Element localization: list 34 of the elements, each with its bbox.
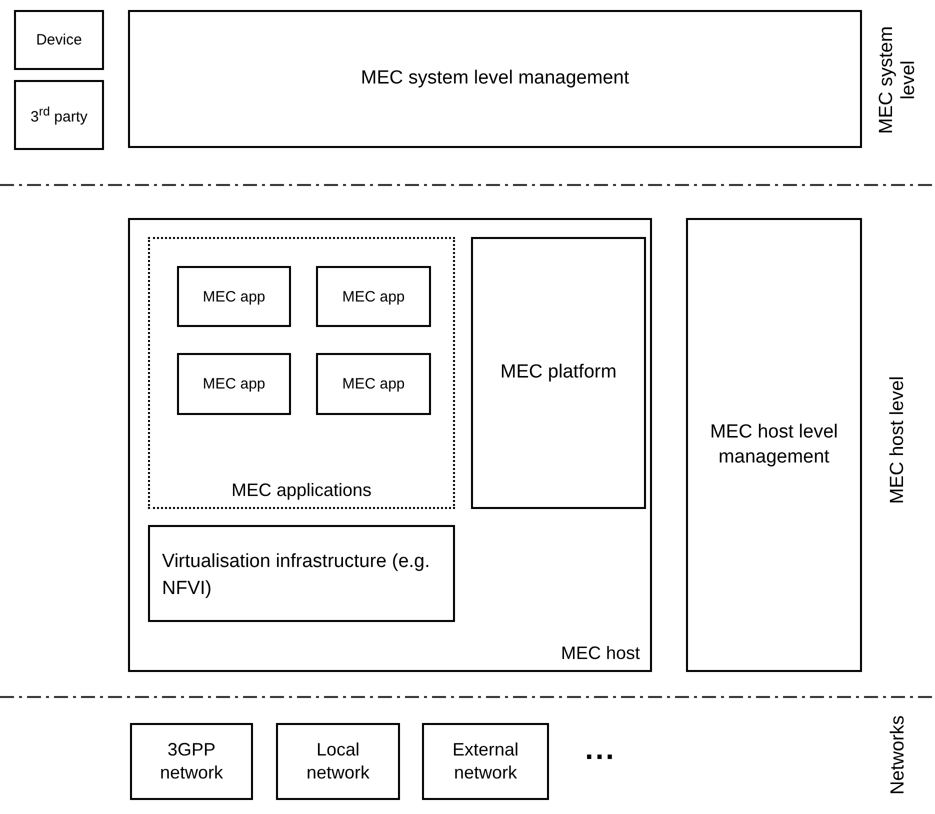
device-box (14, 10, 104, 70)
network-box (422, 723, 549, 800)
group-title: MEC applications (231, 480, 372, 501)
box-label: Local network (305, 738, 371, 784)
box-label: 3GPP network (158, 738, 224, 784)
app-box (316, 266, 431, 327)
third-party-box (14, 80, 104, 150)
management-box (686, 218, 862, 672)
box-label: External network (451, 738, 520, 784)
box-label: MEC app (342, 374, 405, 394)
applications-group (148, 237, 455, 509)
group-title: MEC host (560, 643, 640, 664)
host-box (128, 218, 652, 672)
infrastructure-box (148, 525, 455, 622)
network-box (130, 723, 253, 800)
box-label: 3$^{rd}$ party (30, 103, 88, 127)
app-box (316, 353, 431, 415)
level-label: MEC host level (886, 376, 909, 504)
ellipsis: ... (585, 733, 616, 767)
box-label: Device (36, 30, 82, 50)
app-box (177, 353, 291, 415)
box-label: MEC app (202, 286, 266, 306)
box-label: MEC app (202, 374, 266, 394)
level-label: Networks (887, 715, 910, 795)
management-box (128, 10, 862, 148)
platform-box (471, 237, 646, 509)
level-label: MEC system level (876, 25, 920, 136)
box-label: MEC system level management (360, 66, 630, 91)
network-box (276, 723, 400, 800)
box-label: MEC platform (500, 360, 617, 385)
app-box (177, 266, 291, 327)
box-label: Virtualisation infrastructure (e.g. NFVI) (162, 550, 431, 601)
box-label: MEC app (342, 286, 405, 306)
box-label: MEC host level management (709, 420, 839, 469)
